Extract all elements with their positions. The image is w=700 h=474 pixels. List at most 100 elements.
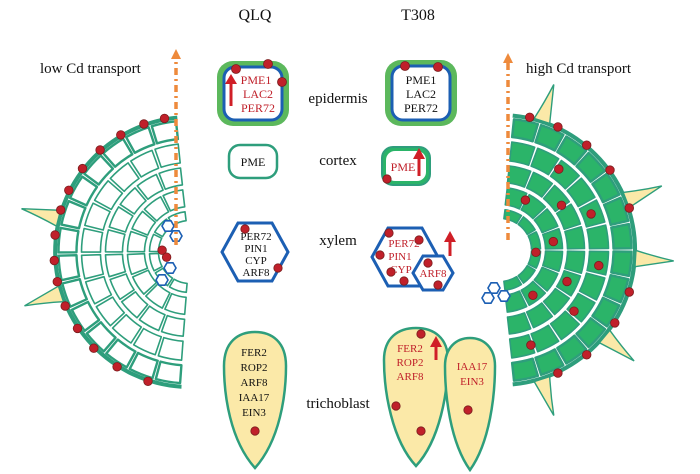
- t308-xylem-vessel: [487, 281, 501, 295]
- qlq-cell: [154, 360, 183, 385]
- t308-cd-dot: [556, 200, 567, 211]
- t308-header: T308: [401, 7, 435, 24]
- qlq-xylem-cell: PER72 PIN1 CYP ARF8: [220, 221, 290, 283]
- qlq-root-hair: [21, 208, 62, 228]
- t308-cell: [503, 275, 523, 291]
- t308-cell: [564, 250, 586, 274]
- qlq-cell: [60, 199, 87, 230]
- t308-cell: [533, 208, 559, 234]
- qlq-xylem-vessel: [155, 273, 169, 287]
- qlq-cell: [150, 120, 180, 145]
- qlq-cd-dot: [157, 245, 167, 255]
- t308-cd-dot: [582, 140, 592, 150]
- t308-cell: [602, 196, 630, 226]
- t308-cell: [510, 357, 540, 382]
- qlq-cell: [85, 321, 117, 353]
- t308-cd-dot: [624, 287, 635, 297]
- qlq-cell: [130, 149, 160, 178]
- t308-cd-dot: [605, 165, 615, 175]
- t308-cd-dot: [569, 306, 579, 316]
- qlq-xylem-vessel: [161, 220, 175, 232]
- t308-cell: [517, 216, 536, 236]
- t308-cell: [525, 171, 554, 198]
- qlq-cell: [138, 305, 166, 332]
- qlq-cell: [158, 167, 184, 190]
- qlq-cell: [136, 173, 164, 200]
- qlq-root-cells: [53, 115, 188, 389]
- epidermis-label: epidermis: [308, 91, 367, 107]
- t308-cell: [525, 302, 554, 329]
- qlq-cd-dot: [112, 362, 122, 372]
- t308-xylem-cells: PER72 PIN1 CYP ARF8: [370, 226, 456, 292]
- t308-cell: [578, 272, 606, 301]
- qlq-epidermis-gene-1: PME1: [241, 73, 272, 87]
- high-cd-transport-label: high Cd transport: [526, 61, 632, 77]
- t308-xylem-vessel: [481, 291, 495, 305]
- t308-cd-dot: [582, 350, 592, 360]
- qlq-header: QLQ: [239, 7, 272, 24]
- qlq-root-hairs: [21, 208, 65, 307]
- qlq-cell: [84, 275, 113, 305]
- t308-cell: [591, 296, 621, 328]
- qlq-cell: [160, 314, 186, 337]
- qlq-epidermis-gene-2: LAC2: [243, 87, 273, 101]
- t308-trichoblast-right-gene-2: EIN3: [460, 376, 484, 388]
- qlq-cd-dot: [159, 113, 170, 124]
- t308-root-hair: [533, 84, 555, 125]
- t308-xylem-gene-2: PIN1: [388, 251, 411, 263]
- qlq-cell: [105, 338, 137, 369]
- t308-cortex-up-arrow: [413, 148, 425, 159]
- qlq-trichoblast-gene-4: IAA17: [239, 392, 270, 404]
- qlq-cd-dot: [49, 255, 60, 266]
- t308-cell: [530, 324, 560, 353]
- qlq-cell: [70, 300, 101, 332]
- qlq-cell: [68, 175, 99, 207]
- qlq-cd-dots: [49, 113, 172, 387]
- qlq-cell: [120, 291, 149, 319]
- t308-cell: [549, 310, 580, 341]
- qlq-epidermis-gene-3: PER72: [241, 101, 275, 115]
- t308-trichoblast-cells: FER2 ROP2 ARF8 IAA17 EIN3: [382, 326, 497, 473]
- qlq-xylem-gene-4: ARF8: [243, 267, 270, 279]
- qlq-trichoblast-gene-2: ROP2: [241, 362, 268, 374]
- qlq-cd-dot: [50, 230, 60, 240]
- t308-cd-dot: [526, 340, 536, 350]
- qlq-cell: [57, 254, 81, 282]
- qlq-cell: [109, 162, 140, 193]
- t308-cell: [566, 177, 596, 208]
- qlq-cell: [109, 273, 135, 301]
- qlq-cell: [108, 206, 134, 233]
- qlq-xylem-gene-1: PER72: [240, 231, 271, 243]
- qlq-cell: [168, 278, 188, 294]
- t308-cd-dot: [624, 203, 635, 213]
- qlq-cd-dot: [89, 343, 99, 353]
- t308-root-cross-section: [481, 84, 674, 416]
- qlq-cd-dot: [72, 323, 83, 334]
- qlq-cell: [126, 230, 148, 253]
- t308-trichoblast-up-arrow: [430, 336, 442, 347]
- qlq-trichoblast-gene-5: EIN3: [242, 407, 266, 419]
- t308-cell: [564, 226, 586, 250]
- t308-cell: [527, 231, 542, 250]
- t308-cell: [506, 165, 532, 188]
- t308-xylem-vessel: [497, 289, 511, 303]
- qlq-cell: [95, 296, 126, 327]
- qlq-cd-dot: [64, 185, 74, 196]
- t308-cd-dot: [553, 368, 563, 378]
- t308-root-hair: [598, 329, 635, 362]
- qlq-cd-dot: [56, 205, 66, 215]
- t308-cell: [610, 250, 633, 278]
- t308-cell: [530, 147, 560, 176]
- qlq-cell: [131, 210, 157, 236]
- t308-cd-dot: [562, 276, 572, 287]
- t308-epidermis-cell: PME1 LAC2 PER72: [385, 60, 457, 126]
- t308-cortex-cell: PME: [381, 146, 431, 186]
- qlq-root-hair: [24, 285, 65, 307]
- qlq-trichoblast-gene-3: ARF8: [241, 377, 268, 389]
- t308-cd-dot: [553, 122, 563, 132]
- t308-cell: [506, 312, 532, 335]
- t308-xylem-side-gene: ARF8: [420, 268, 447, 280]
- t308-trichoblast-left-gene-3: ARF8: [397, 371, 424, 383]
- qlq-cell: [157, 336, 184, 361]
- qlq-cell: [119, 187, 147, 215]
